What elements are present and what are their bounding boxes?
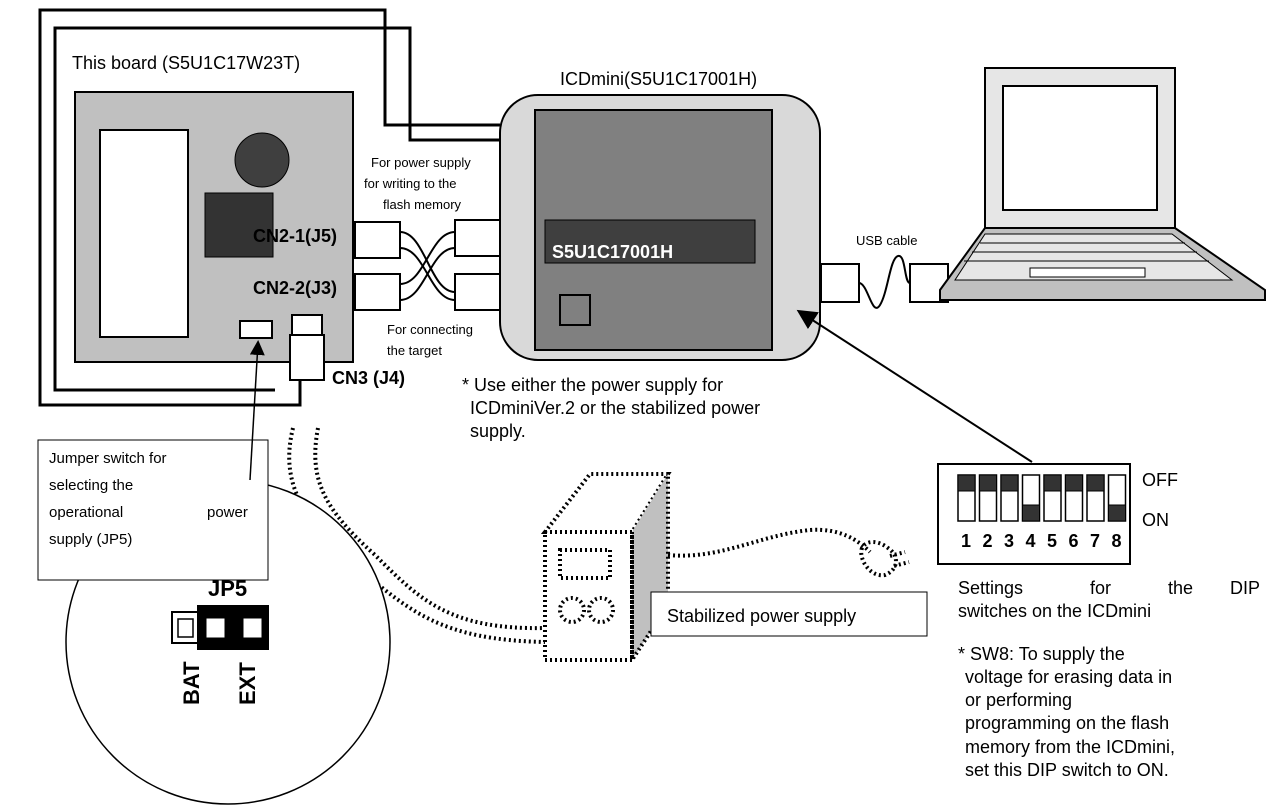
connect-target-note-2: the target	[387, 343, 442, 358]
icd-cable-plug-top	[454, 219, 501, 257]
dip-switch-4-knob-on	[1022, 504, 1040, 522]
jp5-bat-label: BAT	[179, 661, 204, 705]
sw8-note-3: or performing	[965, 690, 1072, 710]
icd-cable-plug-bottom	[454, 273, 501, 311]
stabilized-power-label-box	[650, 591, 928, 637]
sw8-note-1: * SW8: To supply the	[958, 644, 1125, 664]
board-cable-frame	[38, 8, 500, 407]
icdmini-chip-label: S5U1C17001H	[552, 242, 673, 262]
cn2-1-connector	[354, 221, 401, 259]
icd-title: ICDmini(S5U1C17001H)	[560, 69, 757, 89]
dip-switch-5-knob-off	[1043, 474, 1062, 492]
target-board	[74, 91, 354, 381]
usb-cable	[858, 255, 911, 309]
dip-switch-3-number: 3	[1004, 531, 1014, 551]
jumper-callout-1: Jumper switch for	[49, 450, 167, 467]
jumper-callout-2: selecting the	[49, 477, 133, 494]
sw8-note-5: memory from the ICDmini,	[965, 737, 1175, 757]
dip-to-icd-arrow	[796, 309, 1033, 463]
cn2-2-label: CN2-2(J3)	[253, 278, 337, 298]
jp5-label: JP5	[208, 576, 247, 601]
dip-settings-caption-line2: switches on the ICDmini	[958, 601, 1151, 621]
dip-settings-caption-dip: DIP	[1230, 578, 1260, 598]
power-supply-note-1: For power supply	[371, 155, 471, 170]
dip-switch-1-knob-off	[957, 474, 976, 492]
jp5-ext-label: EXT	[235, 662, 260, 705]
sw8-note-6: set this DIP switch to ON.	[965, 760, 1169, 780]
power-supply-note-3: flash memory	[383, 197, 462, 212]
usb-plug-icd	[820, 263, 860, 303]
dip-switch-8-knob-on	[1108, 504, 1126, 522]
use-either-note-2: ICDminiVer.2 or the stabilized power	[470, 398, 760, 418]
dip-settings-caption-settings: Settings	[958, 578, 1023, 598]
dip-switch-7-knob-off	[1086, 474, 1105, 492]
cn3-plug	[289, 334, 325, 381]
usb-cable-label: USB cable	[856, 233, 917, 248]
icdmini-small-square	[559, 294, 591, 326]
jumper-callout-3: operational	[49, 504, 123, 521]
stabilized-power-label: Stabilized power supply	[667, 606, 856, 626]
cn3-label: CN3 (J4)	[332, 368, 405, 388]
laptop-pc	[939, 67, 1266, 301]
jp5-callout-arrow	[249, 340, 265, 481]
dotted-power-cables	[287, 427, 872, 644]
dip-switch-6-number: 6	[1069, 531, 1079, 551]
dip-switch-2-knob-off	[979, 474, 997, 492]
dip-switch-1-number: 1	[961, 531, 971, 551]
board-lcd-area	[99, 129, 189, 338]
power-plug	[859, 540, 910, 578]
board-jumper-jp5	[239, 320, 273, 339]
board-title: This board (S5U1C17W23T)	[72, 53, 300, 73]
dip-switch-2-number: 2	[983, 531, 993, 551]
board-mcu-chip	[204, 192, 274, 258]
jumper-callout-box	[37, 439, 269, 581]
sw8-note-2: voltage for erasing data in	[965, 667, 1172, 687]
use-either-note-3: supply.	[470, 421, 526, 441]
dip-settings-caption-for: for	[1090, 578, 1111, 598]
dip-off-label: OFF	[1142, 470, 1178, 490]
dip-on-label: ON	[1142, 510, 1169, 530]
dip-switch-8-number: 8	[1112, 531, 1122, 551]
dip-settings-caption-the: the	[1168, 578, 1193, 598]
dip-switch-4-number: 4	[1026, 531, 1036, 551]
icdmini-chip	[544, 219, 756, 264]
dip-switch-5-number: 5	[1047, 531, 1057, 551]
dip-switch-7-number: 7	[1090, 531, 1100, 551]
cn2-1-label: CN2-1(J5)	[253, 226, 337, 246]
jumper-callout-4: power	[207, 504, 248, 521]
power-supply-note-2: for writing to the	[364, 176, 457, 191]
dip-switch-3-knob-off	[1000, 474, 1019, 492]
jumper-callout-5: supply (JP5)	[49, 531, 132, 548]
dip-switch-6-knob-off	[1065, 474, 1083, 492]
cn2-2-connector	[354, 273, 401, 311]
jp5-jumper-header	[171, 605, 269, 650]
crossed-cables	[399, 231, 456, 301]
connect-target-note-1: For connecting	[387, 322, 473, 337]
board-round-component	[234, 132, 290, 188]
use-either-note-1: * Use either the power supply for	[462, 375, 723, 395]
sw8-note-4: programming on the flash	[965, 713, 1169, 733]
